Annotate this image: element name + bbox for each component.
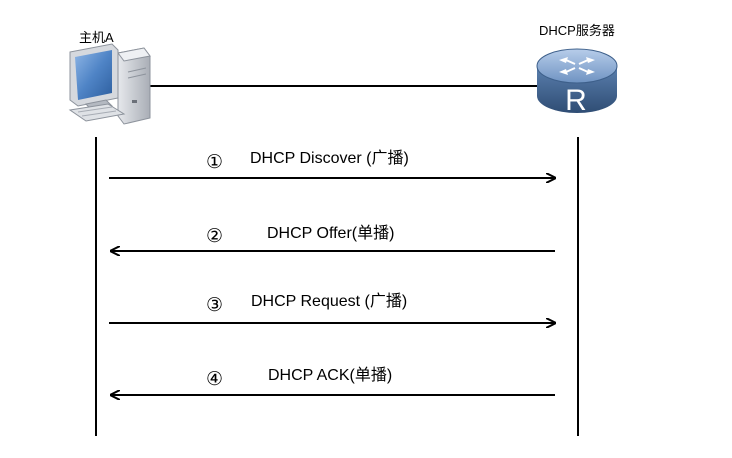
pc-icon <box>68 43 151 125</box>
message-ack: DHCP ACK(单播) <box>268 367 393 384</box>
router-letter: R <box>565 84 587 117</box>
step-number-1: ① <box>206 152 224 173</box>
message-offer: DHCP Offer(单播) <box>267 225 395 242</box>
router-icon: R <box>536 48 618 117</box>
message-request: DHCP Request (广播) <box>251 293 408 310</box>
message-discover: DHCP Discover (广播) <box>250 150 409 167</box>
step-number-4: ④ <box>206 369 224 390</box>
step-number-3: ③ <box>206 295 224 316</box>
server-label: DHCP服务器 <box>539 23 615 38</box>
host-label: 主机A <box>79 30 114 45</box>
step-number-2: ② <box>206 226 224 247</box>
